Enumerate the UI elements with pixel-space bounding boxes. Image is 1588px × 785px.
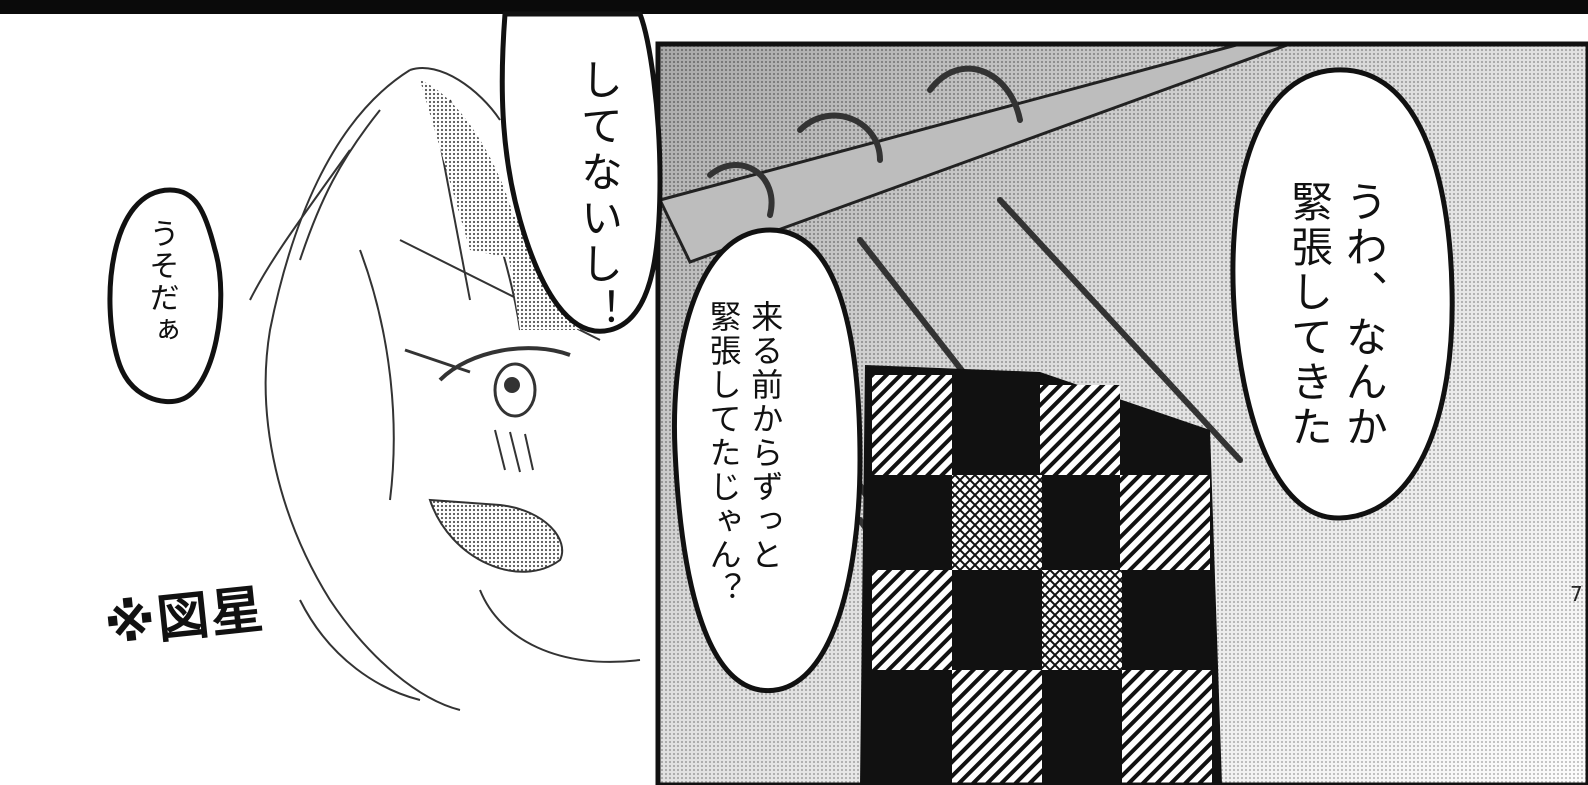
speech-bubble-left-text: うそだぁ — [143, 218, 179, 346]
top-border — [0, 0, 1588, 14]
page-number: 7 — [1570, 582, 1583, 606]
bubble-right-outline — [1230, 67, 1455, 521]
speech-bubble-top-text: してないし！ — [574, 58, 624, 334]
speech-bubble-outlines — [107, 11, 1455, 693]
speech-bubble-right-line-2: 緊張してきた — [1284, 180, 1334, 450]
speech-bubble-right-line-1: うわ、なんか — [1339, 180, 1389, 450]
speech-bubble-middle-line-2: 緊張してたじゃん？ — [704, 300, 743, 606]
bubble-left-outline — [107, 187, 224, 405]
speech-bubble-middle-line-1: 来る前からずっと — [746, 300, 785, 572]
plaid-shirt — [860, 365, 1222, 785]
speech-bubble-middle-text: 来る前からずっと 緊張してたじゃん？ — [702, 300, 785, 606]
bubble-top-outline — [499, 11, 663, 334]
speech-bubble-right-text: うわ、なんか 緊張してきた — [1281, 180, 1390, 450]
bubble-middle-outline — [671, 227, 863, 693]
